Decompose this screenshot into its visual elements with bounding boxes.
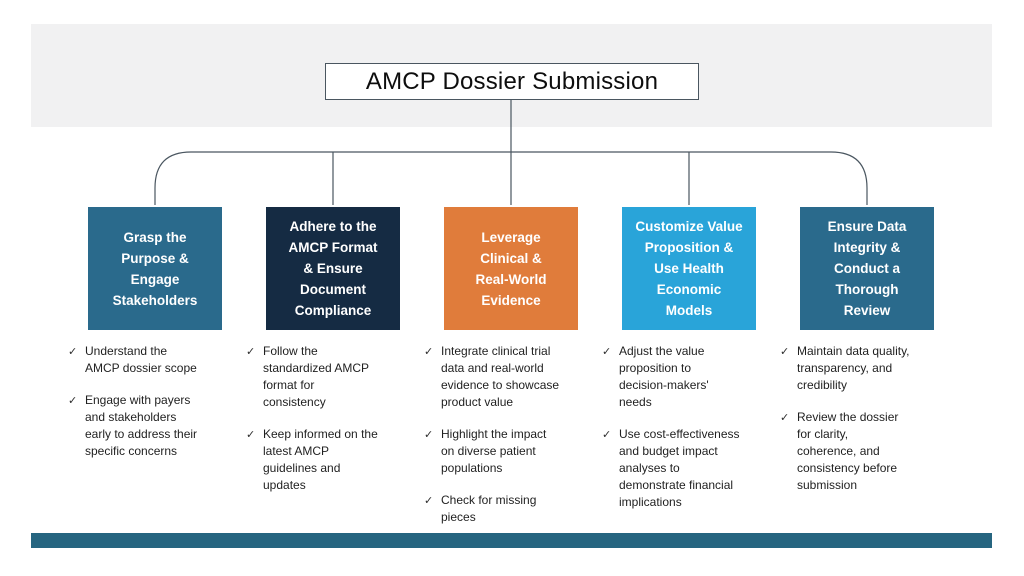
branch-column-data-integrity: Ensure Data Integrity & Conduct a Thorou… bbox=[780, 207, 940, 509]
check-icon: ✓ bbox=[424, 346, 434, 358]
branch-bullets: ✓ Adjust the value proposition to decisi… bbox=[602, 343, 762, 511]
bullet-text: Maintain data quality, transparency, and… bbox=[797, 344, 910, 392]
branch-header: Ensure Data Integrity & Conduct a Thorou… bbox=[800, 207, 934, 330]
bullet-text: Understand the AMCP dossier scope bbox=[85, 344, 197, 375]
branch-bullets: ✓ Maintain data quality, transparency, a… bbox=[780, 343, 940, 494]
bullet-text: Highlight the impact on diverse patient … bbox=[441, 427, 547, 475]
check-icon: ✓ bbox=[246, 429, 256, 441]
branch-column-value-proposition: Customize Value Proposition & Use Health… bbox=[602, 207, 762, 526]
check-icon: ✓ bbox=[602, 346, 612, 358]
bullet-text: Review the dossier for clarity, coherenc… bbox=[797, 410, 899, 492]
bullet-item: ✓ Understand the AMCP dossier scope bbox=[68, 343, 228, 377]
branch-bullets: ✓ Understand the AMCP dossier scope ✓ En… bbox=[68, 343, 228, 460]
branch-header: Customize Value Proposition & Use Health… bbox=[622, 207, 756, 330]
check-icon: ✓ bbox=[424, 495, 434, 507]
bullet-item: ✓ Adjust the value proposition to decisi… bbox=[602, 343, 762, 411]
footer-accent-bar bbox=[31, 533, 992, 548]
bullet-text: Keep informed on the latest AMCP guideli… bbox=[263, 427, 378, 492]
bullet-item: ✓ Keep informed on the latest AMCP guide… bbox=[246, 426, 406, 494]
connector-lines bbox=[154, 100, 868, 205]
bullet-item: ✓ Integrate clinical trial data and real… bbox=[424, 343, 584, 411]
bullet-text: Engage with payers and stakeholders earl… bbox=[85, 393, 198, 458]
bullet-item: ✓ Review the dossier for clarity, cohere… bbox=[780, 409, 940, 494]
branch-column-clinical-evidence: Leverage Clinical & Real-World Evidence … bbox=[424, 207, 584, 541]
bullet-item: ✓ Use cost-effectiveness and budget impa… bbox=[602, 426, 762, 511]
branch-header: Leverage Clinical & Real-World Evidence bbox=[444, 207, 578, 330]
bullet-text: Check for missing pieces bbox=[441, 493, 537, 524]
bullet-text: Use cost-effectiveness and budget impact… bbox=[619, 427, 740, 509]
branch-column-amcp-format: Adhere to the AMCP Format & Ensure Docum… bbox=[246, 207, 406, 509]
branch-bullets: ✓ Follow the standardized AMCP format fo… bbox=[246, 343, 406, 494]
diagram-title-box: AMCP Dossier Submission bbox=[325, 63, 699, 100]
bullet-text: Follow the standardized AMCP format for … bbox=[263, 344, 370, 409]
diagram-title: AMCP Dossier Submission bbox=[365, 67, 659, 95]
bullet-item: ✓ Maintain data quality, transparency, a… bbox=[780, 343, 940, 394]
check-icon: ✓ bbox=[424, 429, 434, 441]
branch-bullets: ✓ Integrate clinical trial data and real… bbox=[424, 343, 584, 526]
bullet-item: ✓ Engage with payers and stakeholders ea… bbox=[68, 392, 228, 460]
bullet-item: ✓ Highlight the impact on diverse patien… bbox=[424, 426, 584, 477]
bullet-item: ✓ Check for missing pieces bbox=[424, 492, 584, 526]
check-icon: ✓ bbox=[246, 346, 256, 358]
branch-header: Grasp the Purpose & Engage Stakeholders bbox=[88, 207, 222, 330]
bullet-item: ✓ Follow the standardized AMCP format fo… bbox=[246, 343, 406, 411]
check-icon: ✓ bbox=[780, 346, 790, 358]
check-icon: ✓ bbox=[68, 346, 78, 358]
check-icon: ✓ bbox=[68, 395, 78, 407]
bullet-text: Adjust the value proposition to decision… bbox=[619, 344, 709, 409]
branch-column-grasp-purpose: Grasp the Purpose & Engage Stakeholders … bbox=[68, 207, 228, 475]
check-icon: ✓ bbox=[602, 429, 612, 441]
branch-header: Adhere to the AMCP Format & Ensure Docum… bbox=[266, 207, 400, 330]
connector-path bbox=[154, 100, 868, 205]
bullet-text: Integrate clinical trial data and real-w… bbox=[441, 344, 560, 409]
check-icon: ✓ bbox=[780, 412, 790, 424]
